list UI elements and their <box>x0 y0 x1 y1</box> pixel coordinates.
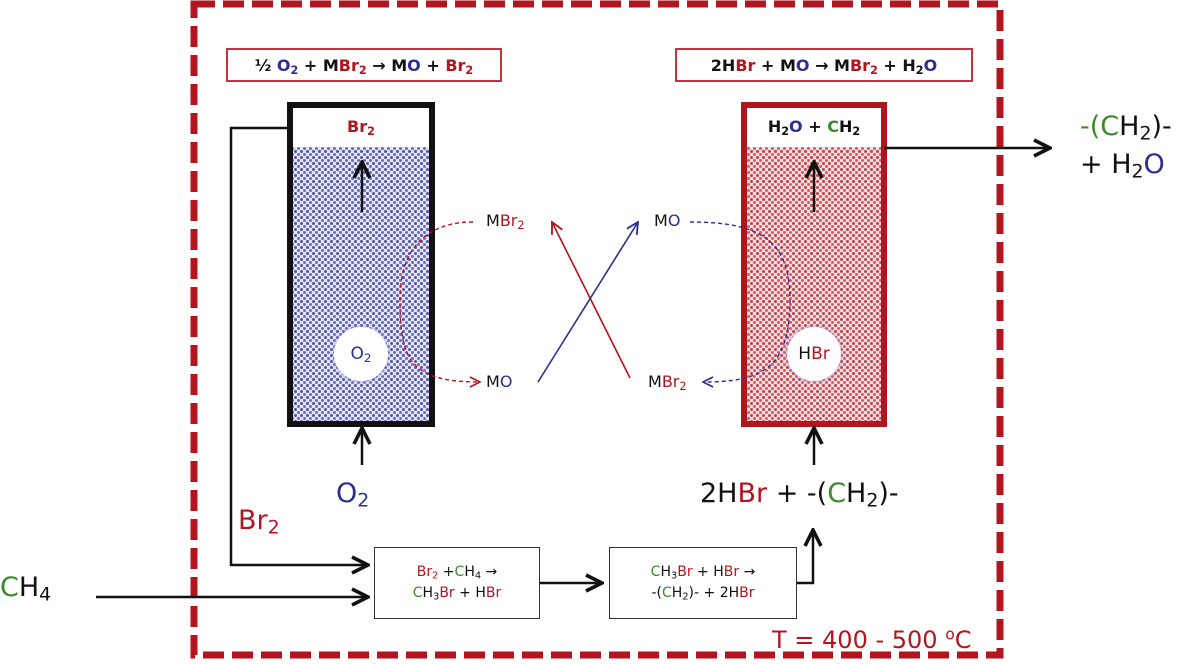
bromination-reactor <box>741 102 887 427</box>
mbr2-label-left: MBr2 <box>486 211 525 232</box>
oxygen-inlet-label: O2 <box>336 478 370 512</box>
coupling-step-box: CH3Br + HBr → -(CH2)- + 2HBr <box>609 547 797 619</box>
oxidation-reactor <box>287 102 435 427</box>
temperature-label: T = 400 - 500 oC <box>772 625 972 654</box>
hbr-hydrocarbon-label: 2HBr + -(CH2)- <box>700 478 899 512</box>
product-output-label: -(CH2)- + H2O <box>1080 111 1172 183</box>
mo-label-right: MO <box>654 211 681 230</box>
mbr2-label-right: MBr2 <box>648 372 687 393</box>
mo-label-left: MO <box>486 372 513 391</box>
oxidation-outlet-label: Br2 <box>347 117 375 138</box>
bromination-outlet-label: H2O + CH2 <box>767 117 861 138</box>
bromination-step-box: Br2 +CH4 → CH3Br + HBr <box>374 547 540 619</box>
bromine-recycle-label: Br2 <box>238 505 280 539</box>
temperature-boundary <box>190 0 1004 659</box>
oxygen-bubble: O2 <box>334 327 388 381</box>
methane-feed-label: CH4 <box>0 572 52 606</box>
